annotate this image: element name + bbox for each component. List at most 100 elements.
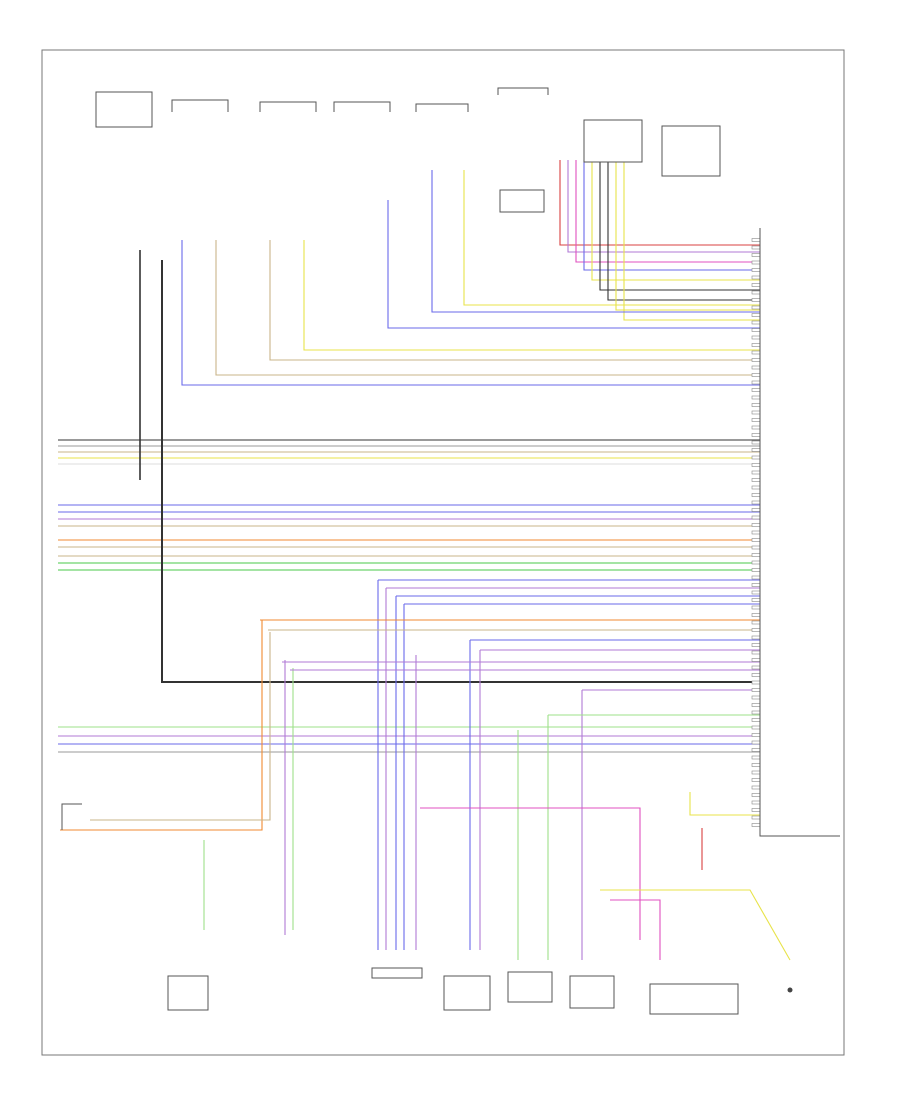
connector-pin-icon [751, 575, 761, 580]
connector-pin-icon [751, 253, 761, 257]
connector-pin-icon [751, 313, 761, 317]
connector-pin-icon [751, 823, 761, 827]
wire-19 [559, 160, 760, 246]
component-bottom-2 [443, 975, 491, 1011]
connector-pin-icon [751, 800, 761, 805]
connector-pin-icon [751, 350, 761, 355]
control-module-connector [759, 228, 840, 837]
connector-pin-icon [751, 335, 761, 340]
connector-pin-icon [751, 718, 761, 722]
connector-pin-icon [751, 523, 761, 527]
center-module-block [499, 189, 545, 213]
component-top-4 [333, 101, 391, 112]
connector-pin-icon [751, 365, 761, 370]
connector-pin-icon [751, 328, 761, 332]
connector-pin-icon [751, 688, 761, 692]
connector-pin-icon [751, 425, 761, 430]
connector-pin-icon [751, 605, 761, 610]
component-group [61, 87, 840, 1015]
connector-pin-icon [751, 470, 761, 475]
connector-pin-icon [751, 508, 761, 512]
component-top-8 [661, 125, 721, 177]
connector-pin-icon [751, 245, 761, 250]
wire-24 [599, 160, 760, 291]
component-top-3 [259, 101, 317, 112]
connector-pin-icon [751, 583, 761, 587]
connector-pin-icon [751, 478, 761, 482]
wire-34 [463, 170, 760, 306]
connector-pin-icon [751, 658, 761, 662]
connector-pin-icon [751, 613, 761, 617]
wire-53 [689, 792, 760, 816]
connector-pin-icon [751, 463, 761, 467]
wire-52 [420, 807, 641, 940]
connector-pin-icon [751, 680, 761, 685]
wire-32 [387, 200, 760, 329]
connector-pin-icon [751, 628, 761, 632]
left-sensor-bracket [61, 803, 82, 830]
connector-pin-icon [751, 373, 761, 377]
connector-pin-icon [751, 238, 761, 242]
connector-pin-icon [751, 725, 761, 730]
connector-pin-icon [751, 620, 761, 625]
connector-pin-icon [751, 733, 761, 737]
connector-pin-icon [751, 695, 761, 700]
connector-pin-icon [751, 785, 761, 790]
wire-29 [215, 240, 760, 376]
connector-pin-icon [751, 395, 761, 400]
connector-pin-icon [751, 545, 761, 550]
wire-21 [575, 160, 760, 263]
wire-55 [610, 899, 661, 960]
connector-pin-icon [751, 710, 761, 715]
component-top-5 [415, 103, 469, 112]
component-bottom-5 [649, 983, 739, 1015]
connector-pin-icon [751, 343, 761, 347]
connector-pin-icon [751, 388, 761, 392]
connector-pin-icon [751, 515, 761, 520]
component-bottom-4 [569, 975, 615, 1009]
wire-25 [607, 160, 760, 301]
connector-pin-icon [751, 403, 761, 407]
connector-pin-icon [751, 755, 761, 760]
connector-pin-icon [751, 673, 761, 677]
connector-pin-icon [751, 305, 761, 310]
component-top-6 [497, 87, 549, 95]
connector-pin-icon [751, 275, 761, 280]
wire-27 [623, 160, 760, 321]
connector-pin-icon [751, 455, 761, 460]
connector-pin-icon [751, 703, 761, 707]
connector-pin-icon [751, 433, 761, 437]
connector-pin-icon [751, 268, 761, 272]
component-top-7 [583, 119, 643, 163]
connector-pin-icon [751, 410, 761, 415]
connector-pin-icon [751, 298, 761, 302]
connector-pin-icon [751, 538, 761, 542]
connector-pin-icon [751, 283, 761, 287]
wire-31 [303, 240, 760, 351]
connector-pin-icon [751, 568, 761, 572]
connector-pin-icon [751, 320, 761, 325]
wire-28 [181, 240, 760, 386]
wire-38 [90, 632, 271, 821]
connector-pin-icon [751, 763, 761, 767]
connector-pin-icon [751, 740, 761, 745]
connector-pin-icon [751, 493, 761, 497]
connector-pin-icon [751, 748, 761, 752]
connector-pin-icon [751, 815, 761, 820]
component-bottom-6 [371, 967, 423, 979]
wire-33 [431, 170, 760, 313]
connector-pin-icon [751, 530, 761, 535]
ground-symbol-icon [787, 987, 793, 993]
connector-pin-icon [751, 650, 761, 655]
wire-harness [58, 160, 791, 961]
component-top-1 [95, 91, 153, 128]
wire-26 [615, 160, 760, 311]
connector-pin-icon [751, 808, 761, 812]
connector-pin-icon [751, 643, 761, 647]
connector-pin-icon [751, 770, 761, 775]
connector-pin-icon [751, 793, 761, 797]
connector-pin-icon [751, 448, 761, 452]
component-top-2 [171, 99, 229, 112]
connector-pin-icon [751, 260, 761, 265]
diagram-frame [41, 49, 845, 1056]
